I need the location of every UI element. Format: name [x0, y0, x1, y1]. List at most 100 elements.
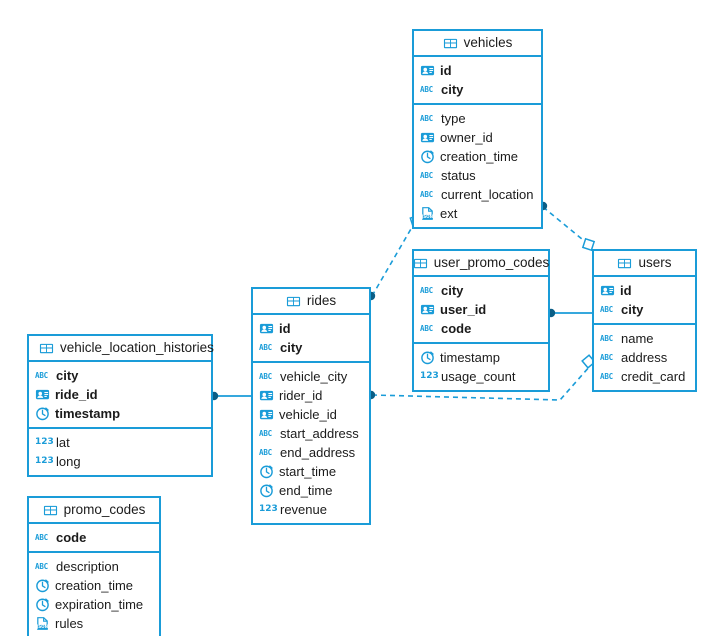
column-row[interactable]: ABC city: [594, 300, 695, 319]
column-name: name: [621, 331, 654, 346]
column-name: city: [621, 302, 644, 317]
column-row[interactable]: ABC type: [414, 109, 541, 128]
relationship-vehicles-to-users: [538, 201, 596, 252]
column-row[interactable]: 123 revenue: [253, 500, 369, 519]
column-row[interactable]: timestamp: [414, 348, 548, 367]
column-row[interactable]: id: [594, 281, 695, 300]
primary-key-section: ABC city ride_id timestamp: [29, 362, 211, 429]
column-row[interactable]: ABC start_address: [253, 424, 369, 443]
svg-text:JSON: JSON: [421, 214, 434, 219]
table-icon: [443, 36, 458, 51]
column-row[interactable]: ride_id: [29, 385, 211, 404]
column-name: credit_card: [621, 369, 686, 384]
column-row[interactable]: rider_id: [253, 386, 369, 405]
clock-icon: [35, 406, 50, 421]
table-user-promo-codes[interactable]: user_promo_codes ABC city user_id ABC co…: [412, 249, 550, 392]
column-name: vehicle_id: [279, 407, 337, 422]
column-row[interactable]: ABC city: [253, 338, 369, 357]
clock-icon: [35, 578, 50, 593]
table-header-rides: rides: [253, 289, 369, 315]
column-row[interactable]: ABC code: [414, 319, 548, 338]
column-row[interactable]: JSON ext: [414, 204, 541, 223]
column-row[interactable]: ABC vehicle_city: [253, 367, 369, 386]
abc-string-icon: ABC: [420, 286, 433, 295]
table-header-vehicle-location-histories: vehicle_location_histories: [29, 336, 214, 362]
number-icon: 123: [35, 456, 54, 466]
columns-section: ABC description creation_time expiration…: [29, 553, 159, 636]
column-row[interactable]: start_time: [253, 462, 369, 481]
column-name: timestamp: [440, 350, 500, 365]
table-users[interactable]: users id ABC city ABC name ABC address: [592, 249, 697, 392]
relationship-vlh-to-rides: [209, 391, 252, 401]
column-row[interactable]: end_time: [253, 481, 369, 500]
abc-string-icon: ABC: [259, 372, 272, 381]
table-header-user-promo-codes: user_promo_codes: [413, 251, 550, 277]
abc-string-icon: ABC: [259, 448, 272, 457]
clock-icon: [259, 464, 274, 479]
table-icon: [286, 294, 301, 309]
key-id-icon: [420, 63, 435, 78]
key-id-icon: [600, 283, 615, 298]
column-row[interactable]: 123 long: [29, 452, 211, 471]
column-row[interactable]: ABC city: [414, 80, 541, 99]
column-row[interactable]: ABC description: [29, 557, 159, 576]
column-name: status: [441, 168, 476, 183]
abc-string-icon: ABC: [420, 324, 433, 333]
clock-icon: [420, 149, 435, 164]
table-title: promo_codes: [63, 502, 146, 518]
abc-string-icon: ABC: [420, 85, 433, 94]
column-name: creation_time: [55, 578, 134, 593]
connector-line: [542, 206, 589, 245]
table-rides[interactable]: rides id ABC city ABC vehicle_city: [251, 287, 371, 525]
column-row[interactable]: owner_id: [414, 128, 541, 147]
column-name: code: [56, 530, 87, 545]
column-name: rules: [55, 616, 84, 631]
table-header-vehicles: vehicles: [414, 31, 541, 57]
column-row[interactable]: id: [414, 61, 541, 80]
column-name: timestamp: [55, 406, 121, 421]
column-row[interactable]: id: [253, 319, 369, 338]
table-title: user_promo_codes: [433, 255, 550, 271]
column-name: end_time: [279, 483, 333, 498]
column-row[interactable]: ABC name: [594, 329, 695, 348]
columns-section: ABC name ABC address ABC credit_card: [594, 325, 695, 390]
number-icon: 123: [35, 437, 54, 447]
column-row[interactable]: ABC address: [594, 348, 695, 367]
table-vehicle-location-histories[interactable]: vehicle_location_histories ABC city ride…: [27, 334, 214, 477]
number-icon: 123: [420, 371, 439, 381]
column-row[interactable]: ABC status: [414, 166, 541, 185]
column-row[interactable]: ABC end_address: [253, 443, 369, 462]
column-row[interactable]: ABC code: [29, 528, 159, 547]
column-name: current_location: [441, 187, 534, 202]
column-row[interactable]: 123 usage_count: [414, 367, 548, 386]
table-promo-codes[interactable]: promo_codes ABC code ABC description cre…: [27, 496, 161, 636]
column-row[interactable]: creation_time: [29, 576, 159, 595]
clock-icon: [420, 350, 435, 365]
abc-string-icon: ABC: [600, 372, 613, 381]
column-row[interactable]: vehicle_id: [253, 405, 369, 424]
key-id-icon: [35, 387, 50, 402]
column-row[interactable]: creation_time: [414, 147, 541, 166]
column-row[interactable]: user_id: [414, 300, 548, 319]
column-name: ext: [440, 206, 458, 221]
connector-line: [371, 221, 416, 297]
table-vehicles[interactable]: vehicles id ABC city ABC type: [412, 29, 543, 229]
column-row[interactable]: JSON rules: [29, 614, 159, 633]
primary-key-section: id ABC city: [594, 277, 695, 325]
table-title: rides: [306, 293, 337, 309]
column-name: end_address: [280, 445, 356, 460]
column-row[interactable]: expiration_time: [29, 595, 159, 614]
column-row[interactable]: ABC current_location: [414, 185, 541, 204]
column-row[interactable]: ABC city: [414, 281, 548, 300]
abc-string-icon: ABC: [35, 562, 48, 571]
column-row[interactable]: ABC city: [29, 366, 211, 385]
clock-icon: [35, 597, 50, 612]
column-row[interactable]: ABC credit_card: [594, 367, 695, 386]
abc-string-icon: ABC: [600, 353, 613, 362]
key-id-icon: [420, 302, 435, 317]
columns-section: ABC type owner_id creation_time ABC stat…: [414, 105, 541, 227]
column-row[interactable]: timestamp: [29, 404, 211, 423]
clock-icon: [259, 483, 274, 498]
primary-key-section: ABC code: [29, 524, 159, 553]
column-row[interactable]: 123 lat: [29, 433, 211, 452]
